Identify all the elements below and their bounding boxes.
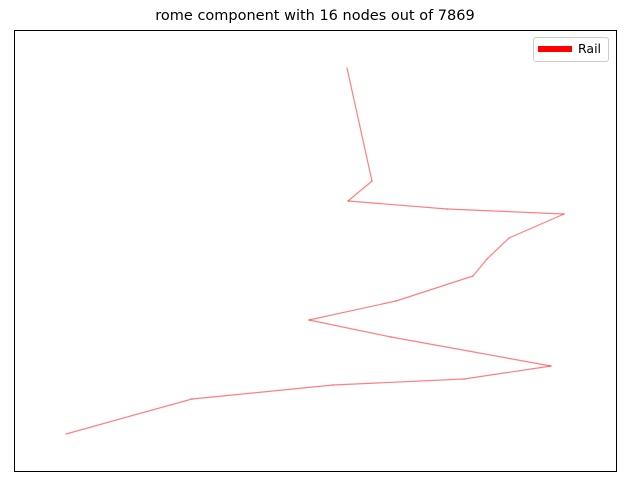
rail-segment — [390, 336, 552, 367]
rail-segment — [463, 365, 552, 380]
rail-segment — [486, 237, 510, 260]
rail-segment — [65, 398, 193, 435]
rail-segment — [347, 180, 373, 202]
legend-label-rail: Rail — [578, 41, 602, 56]
rail-segment — [347, 200, 448, 210]
rail-segment — [332, 378, 465, 386]
rail-segment — [308, 300, 397, 321]
rail-segment — [508, 213, 565, 239]
rail-segment — [446, 208, 565, 215]
legend-swatch-rail — [538, 46, 572, 52]
rail-segment — [472, 258, 488, 277]
chart-title: rome component with 16 nodes out of 7869 — [155, 8, 475, 24]
legend: Rail — [533, 37, 609, 62]
series-layer — [65, 67, 565, 435]
rail-segment — [346, 67, 373, 182]
rail-segment — [191, 384, 334, 400]
rail-segment — [308, 319, 392, 338]
rail-segment — [395, 275, 474, 302]
axes-frame — [14, 30, 617, 472]
